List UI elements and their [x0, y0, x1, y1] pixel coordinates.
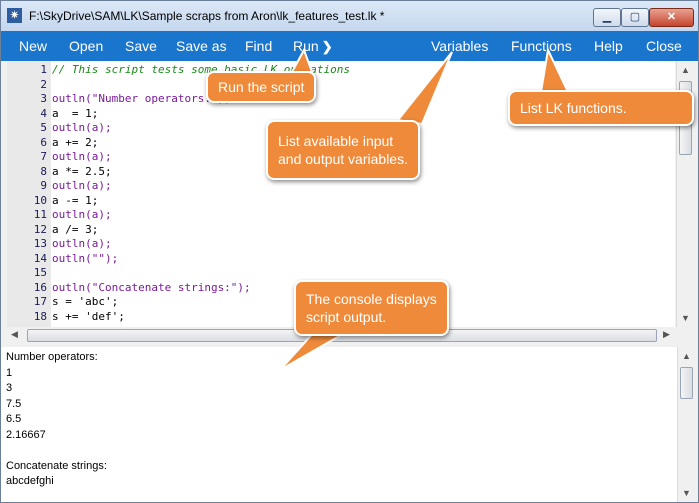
code-text: outln("");	[52, 251, 119, 265]
code-line[interactable]: 17 s = 'abc';	[7, 294, 675, 309]
code-line[interactable]: 14 outln("");	[7, 251, 675, 266]
callout-functions: List LK functions.	[508, 90, 694, 126]
code-line[interactable]: 2	[7, 77, 675, 92]
code-line[interactable]: 13 outln(a);	[7, 236, 675, 251]
scroll-down-icon[interactable]: ▼	[682, 488, 691, 498]
code-text: outln(a);	[52, 150, 112, 163]
code-text: outln("Concatenate strings:");	[52, 280, 251, 294]
code-line[interactable]: 10 a -= 1;	[7, 193, 675, 208]
scroll-right-icon[interactable]: ▶	[663, 329, 670, 339]
code-text: a = 1;	[52, 106, 99, 120]
line-number-gutter	[7, 61, 51, 327]
line-number: 2	[40, 77, 47, 91]
callout-variables: List available input and output variable…	[266, 120, 420, 180]
menu-open[interactable]: Open	[69, 38, 104, 54]
line-number: 3	[40, 92, 47, 105]
maximize-button[interactable]: ▢	[621, 8, 649, 27]
code-text: outln(a);	[52, 121, 112, 134]
code-line[interactable]: 4 a = 1;	[7, 106, 675, 121]
code-line[interactable]: 16 outln("Concatenate strings:");	[7, 280, 675, 295]
console-line: Concatenate strings:	[6, 459, 107, 472]
line-number: 14	[33, 251, 47, 265]
console-scroll-thumb[interactable]	[680, 367, 693, 399]
console-vertical-scrollbar[interactable]: ▲ ▼	[677, 347, 695, 502]
console-line: abcdefghi	[6, 475, 54, 487]
window-title: F:\SkyDrive\SAM\LK\Sample scraps from Ar…	[29, 9, 385, 23]
scroll-down-icon[interactable]: ▼	[681, 313, 690, 323]
console-line: 3	[6, 382, 13, 394]
line-number: 4	[40, 106, 47, 120]
scroll-up-icon[interactable]: ▲	[682, 351, 691, 361]
line-number: 5	[40, 121, 47, 134]
callout-run-script: Run the script	[206, 71, 317, 103]
code-text: outln(a);	[52, 179, 112, 192]
line-number: 6	[40, 135, 47, 149]
line-number: 9	[40, 179, 47, 192]
code-text: outln(a);	[52, 237, 112, 250]
code-text: a /= 3;	[52, 222, 99, 236]
code-line[interactable]: 15	[7, 265, 675, 280]
console-line: 2.16667	[6, 428, 46, 441]
code-line[interactable]: 6 a += 2;	[7, 135, 675, 150]
scroll-left-icon[interactable]: ◀	[11, 329, 18, 339]
console-line: 1	[6, 366, 13, 379]
code-text: s += 'def';	[52, 309, 125, 323]
sparkle-icon: ✷	[7, 8, 22, 23]
code-text: a += 2;	[52, 135, 99, 149]
menu-help[interactable]: Help	[594, 38, 623, 54]
line-number: 11	[33, 208, 47, 221]
menu-functions[interactable]: Functions	[511, 38, 572, 54]
code-text: a *= 2.5;	[52, 164, 112, 178]
scroll-up-icon[interactable]: ▲	[681, 65, 690, 75]
menu-save-as[interactable]: Save as	[176, 38, 227, 54]
code-line[interactable]: 12 a /= 3;	[7, 222, 675, 237]
minimize-button[interactable]: ▁	[593, 8, 621, 27]
code-line[interactable]: 9 outln(a);	[7, 178, 675, 193]
code-line[interactable]: 11 outln(a);	[7, 207, 675, 222]
console-line: 6.5	[6, 413, 22, 425]
code-text: outln("Number operators:");	[52, 92, 231, 105]
line-number: 18	[33, 309, 47, 323]
line-number: 13	[33, 237, 47, 250]
callout-console: The console displays script output.	[294, 280, 449, 336]
window-close-button[interactable]: ✕	[649, 8, 694, 27]
menu-new[interactable]: New	[19, 38, 48, 54]
menu-bar: New Open Save Save as Find Run❯ Variable…	[1, 31, 698, 61]
menu-run-label: Run	[293, 38, 319, 54]
menu-save[interactable]: Save	[125, 38, 157, 54]
console-line: 7.5	[6, 397, 22, 410]
line-number: 16	[33, 280, 47, 294]
console-line: Number operators:	[6, 351, 98, 363]
code-line[interactable]: 7 outln(a);	[7, 149, 675, 164]
line-number: 7	[40, 150, 47, 163]
code-line[interactable]: 5 outln(a);	[7, 120, 675, 135]
code-text: a -= 1;	[52, 193, 99, 207]
code-line[interactable]: 18 s += 'def';	[7, 309, 675, 324]
code-text: s = 'abc';	[52, 295, 119, 308]
menu-find[interactable]: Find	[245, 38, 273, 54]
line-number: 17	[33, 295, 47, 308]
code-line[interactable]: 1// This script tests some basic LK oper…	[7, 62, 675, 77]
menu-close[interactable]: Close	[646, 38, 682, 54]
line-number: 12	[33, 222, 47, 236]
menu-run[interactable]: Run❯	[293, 38, 333, 55]
chevron-right-icon: ❯	[321, 39, 333, 54]
line-number: 1	[40, 63, 47, 76]
code-text: outln(a);	[52, 208, 112, 221]
title-bar[interactable]: ✷ F:\SkyDrive\SAM\LK\Sample scraps from …	[1, 1, 698, 31]
line-number: 10	[33, 193, 47, 207]
code-line[interactable]: 8 a *= 2.5;	[7, 164, 675, 179]
menu-variables[interactable]: Variables	[431, 38, 489, 54]
line-number: 8	[40, 164, 47, 178]
line-number: 15	[33, 266, 47, 279]
